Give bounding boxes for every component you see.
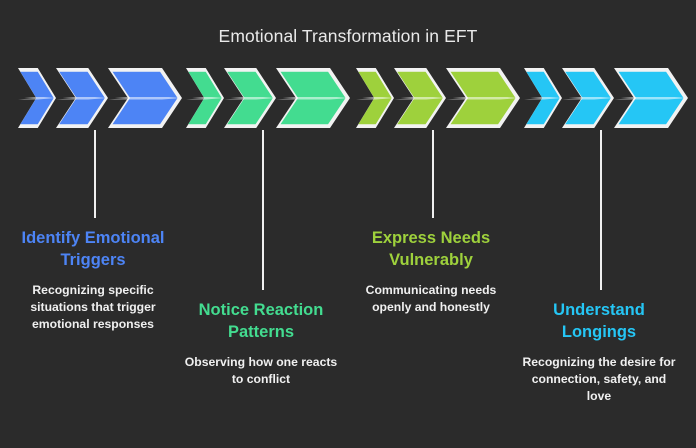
chevron-seam — [614, 96, 688, 100]
chevron-seam — [394, 96, 446, 100]
chevron-seam — [224, 96, 276, 100]
chevron-arrow-medium — [56, 68, 108, 128]
chevron-arrow-large — [614, 68, 688, 128]
chevron-arrow-large — [276, 68, 350, 128]
step-heading: Understand Longings — [553, 301, 645, 341]
step-column-1: Identify Emotional Triggers Recognizing … — [6, 0, 182, 448]
chevron-seam — [108, 96, 182, 100]
chevron-arrow-large — [446, 68, 520, 128]
chevron-seam — [276, 96, 350, 100]
chevron-arrow-group — [174, 68, 350, 128]
chevron-seam — [18, 96, 56, 100]
step-column-2: Notice Reaction Patterns Observing how o… — [174, 0, 350, 448]
step-heading: Identify Emotional Triggers — [21, 229, 165, 269]
chevron-seam — [186, 96, 224, 100]
page-title: Emotional Transformation in EFT — [218, 26, 478, 46]
step-text-block: Identify Emotional Triggers Recognizing … — [6, 228, 180, 334]
step-text-block: Understand Longings Recognizing the desi… — [512, 300, 686, 406]
chevron-arrow-small — [524, 68, 562, 128]
chevron-arrow-medium — [224, 68, 276, 128]
chevron-arrow-large — [108, 68, 182, 128]
step-column-3: Express Needs Vulnerably Communicating n… — [344, 0, 520, 448]
connector-line — [94, 130, 96, 218]
step-heading: Notice Reaction Patterns — [198, 301, 324, 341]
chevron-seam — [562, 96, 614, 100]
chevron-arrow-small — [186, 68, 224, 128]
connector-line — [262, 130, 264, 290]
chevron-arrow-medium — [562, 68, 614, 128]
chevron-arrow-medium — [394, 68, 446, 128]
chevron-arrow-small — [356, 68, 394, 128]
chevron-seam — [446, 96, 520, 100]
step-description: Recognizing the desire for connection, s… — [522, 354, 676, 404]
step-text-block: Express Needs Vulnerably Communicating n… — [344, 228, 518, 316]
step-description: Recognizing specific situations that tri… — [30, 282, 156, 332]
step-description: Communicating needs openly and honestly — [365, 282, 497, 314]
chevron-arrow-small — [18, 68, 56, 128]
chevron-arrow-group — [6, 68, 182, 128]
chevron-arrow-group — [512, 68, 688, 128]
chevron-seam — [56, 96, 108, 100]
step-text-block: Notice Reaction Patterns Observing how o… — [174, 300, 348, 388]
connector-line — [432, 130, 434, 218]
chevron-seam — [356, 96, 394, 100]
step-heading: Express Needs Vulnerably — [371, 229, 491, 269]
chevron-arrow-group — [344, 68, 520, 128]
chevron-seam — [524, 96, 562, 100]
connector-line — [600, 130, 602, 290]
step-description: Observing how one reacts to conflict — [184, 354, 338, 386]
step-column-4: Understand Longings Recognizing the desi… — [512, 0, 688, 448]
